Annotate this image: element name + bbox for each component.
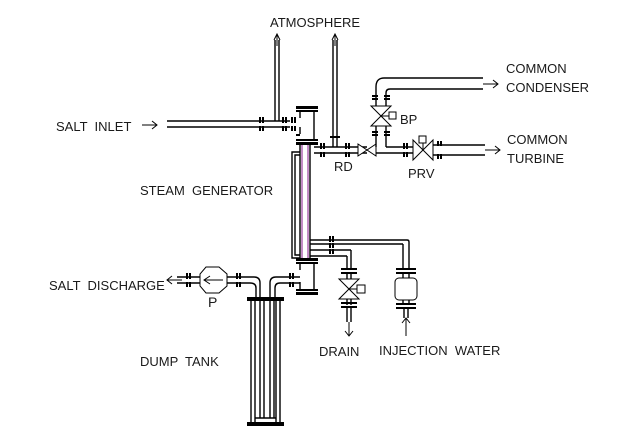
drain-valve-icon [337,278,366,300]
injection-flanges-top [396,268,416,278]
steam-generator-body [291,145,311,259]
salt-discharge-pipe [177,273,200,287]
drain-outlet [341,299,357,322]
steam-generator-top-head [296,106,318,145]
sg-to-dump-pipe [269,273,300,297]
turbine-arrow-icon [485,145,501,155]
label-atmosphere: ATMOSPHERE [270,15,360,30]
label-salt-inlet: SALT INLET [56,119,131,134]
sg-side-lines [310,236,410,268]
label-common-condenser-2: CONDENSER [506,80,589,95]
label-rd: RD [334,159,353,174]
bp-valve-icon [369,105,397,127]
salt-discharge-arrow-icon [166,275,182,285]
label-steam-generator: STEAM GENERATOR [140,183,273,198]
injection-arrow-icon [401,317,411,336]
condenser-arrow-icon [483,79,499,89]
label-pump-p: P [208,294,217,310]
label-salt-discharge: SALT DISCHARGE [49,278,165,293]
dump-tank [247,297,284,426]
injection-flanges-bottom [396,300,416,318]
label-injection-water: INJECTION WATER [379,343,500,358]
atmosphere-vent-left [273,32,281,121]
label-common-condenser-1: COMMON [506,61,567,76]
injection-pump-icon [394,277,418,301]
prv-valve-icon [412,135,434,162]
dump-to-pump-pipe [227,273,261,297]
salt-inlet-arrow-icon [142,120,158,130]
salt-inlet-pipe [167,117,296,131]
drain-arrow-icon [344,322,354,337]
condenser-pipe [372,77,483,106]
label-bp: BP [400,112,417,127]
atmosphere-vent-right [330,32,340,147]
drain-flanges [341,268,357,279]
rd-valve-icon [357,143,377,157]
steam-split-pipe [372,125,415,157]
label-prv: PRV [408,166,435,181]
turbine-pipe [433,141,485,159]
label-common-turbine-2: TURBINE [507,151,564,166]
label-common-turbine-1: COMMON [507,132,568,147]
label-dump-tank: DUMP TANK [140,354,219,369]
label-drain: DRAIN [319,344,359,359]
salt-pump-icon [199,266,228,294]
